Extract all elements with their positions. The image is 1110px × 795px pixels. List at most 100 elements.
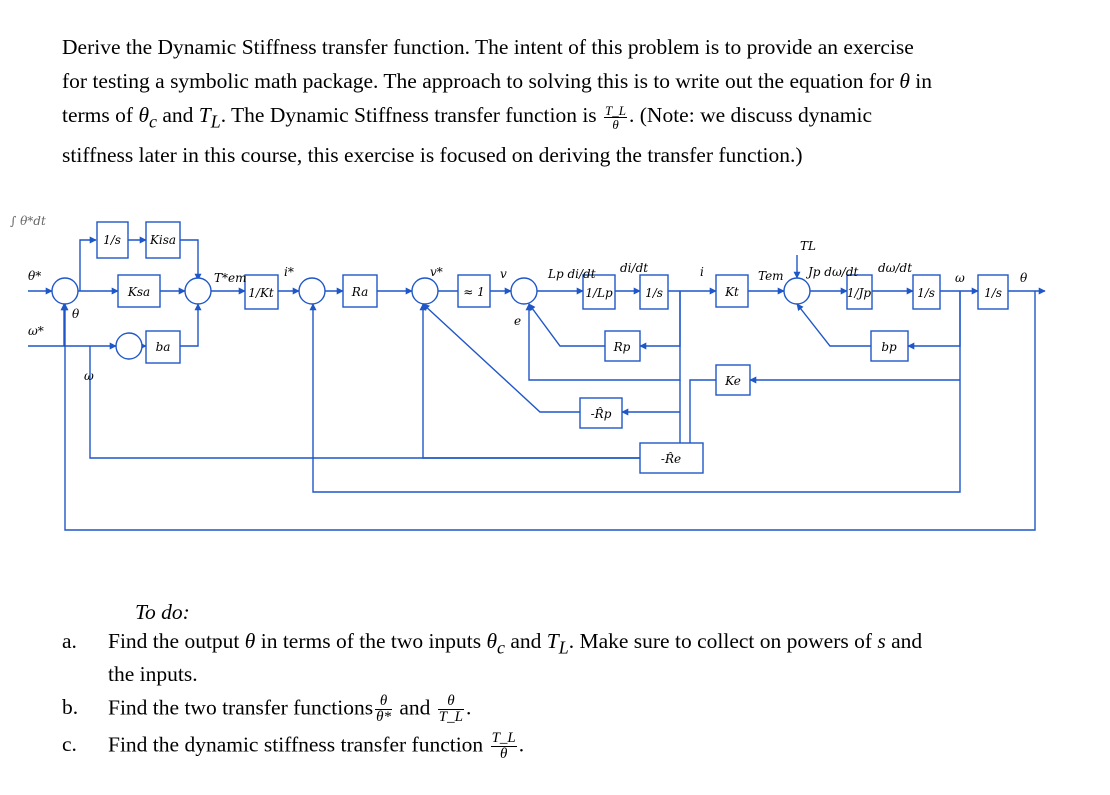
block-ke bbox=[715, 364, 751, 396]
signal-label: dω/dt bbox=[878, 261, 912, 275]
block-text: Kt bbox=[724, 285, 739, 299]
block-kisa bbox=[145, 221, 181, 259]
theta-c-symbol: θ bbox=[138, 103, 149, 127]
intro-text: in bbox=[909, 69, 932, 93]
block-neg-re-hat bbox=[639, 442, 704, 474]
item-text: in terms of the two inputs bbox=[255, 629, 487, 653]
item-text: . Make sure to collect on powers of bbox=[568, 629, 878, 653]
item-text: . bbox=[465, 695, 472, 720]
block-text: Kisa bbox=[149, 233, 176, 247]
wire bbox=[180, 303, 202, 347]
fraction-numerator: T_L bbox=[604, 102, 628, 118]
block-text: -R̂e bbox=[661, 451, 681, 466]
signal-label: di/dt bbox=[620, 261, 648, 275]
block-text: 1/Jp bbox=[847, 286, 871, 300]
wire bbox=[689, 379, 716, 458]
signal-label: ∫ θ*dt bbox=[10, 214, 46, 228]
fraction-numerator: θ bbox=[375, 694, 392, 711]
tl-subscript: L bbox=[210, 111, 221, 132]
summing-junction-torque bbox=[184, 277, 212, 305]
intro-text: terms of bbox=[62, 103, 139, 127]
tl-symbol: T bbox=[198, 103, 211, 127]
fraction-denominator: θ bbox=[612, 116, 619, 132]
signal-label: θ bbox=[1020, 271, 1028, 285]
block-text: 1/s bbox=[103, 233, 121, 247]
theta-c-symbol: θ bbox=[486, 629, 498, 653]
intro-line-1: Derive the Dynamic Stiffness transfer fu… bbox=[62, 35, 914, 59]
block-text: -R̂p bbox=[591, 406, 612, 421]
theta-c-subscript: c bbox=[497, 637, 505, 658]
signal-label: ω* bbox=[28, 324, 44, 338]
block-text: Rp bbox=[613, 340, 631, 354]
item-text: . bbox=[518, 732, 525, 757]
signal-label: i* bbox=[284, 265, 294, 279]
block-kt bbox=[715, 274, 749, 308]
block-diagram: 1/s Kisa Ksa ba 1/Kt Ra ≈ 1 1/Lp 1/s Kt … bbox=[10, 214, 1046, 531]
intro-text: . (Note: we discuss dynamic bbox=[629, 103, 873, 127]
block-ksa bbox=[117, 274, 161, 308]
block-integrator-w bbox=[912, 274, 941, 310]
fraction-denominator: T_L bbox=[438, 709, 463, 726]
wire bbox=[180, 239, 202, 281]
item-text: and bbox=[504, 629, 547, 653]
todo-item-a: a. Find the output θ in terms of the two… bbox=[62, 628, 1072, 688]
block-inv-kt bbox=[244, 274, 279, 310]
summing-junction-mech bbox=[783, 277, 811, 305]
wire bbox=[61, 291, 1036, 531]
signal-label: Tem bbox=[758, 269, 784, 283]
fraction-numerator: T_L bbox=[490, 730, 517, 748]
item-text: Find the output bbox=[108, 629, 245, 653]
block-bp bbox=[870, 330, 909, 362]
block-integrator-top bbox=[96, 221, 129, 259]
wire bbox=[528, 303, 605, 347]
block-inv-lp bbox=[582, 274, 616, 310]
s-symbol: s bbox=[877, 629, 886, 653]
fraction-numerator: θ bbox=[437, 694, 464, 711]
intro-line-2: for testing a symbolic math package. The… bbox=[62, 64, 1072, 98]
block-integrator-i bbox=[639, 274, 669, 310]
wire bbox=[89, 346, 640, 459]
block-ba bbox=[145, 330, 181, 364]
block-integrator-theta bbox=[977, 274, 1009, 310]
block-text: Ke bbox=[724, 374, 741, 388]
signal-label: θ* bbox=[28, 269, 41, 283]
signal-label: v* bbox=[430, 265, 443, 279]
item-text: Find the two transfer functions bbox=[108, 695, 374, 720]
intro-paragraph: Derive the Dynamic Stiffness transfer fu… bbox=[62, 30, 1072, 172]
intro-line-3: terms of θc and TL. The Dynamic Stiffnes… bbox=[62, 98, 1072, 138]
block-approx-one bbox=[457, 274, 491, 308]
wire bbox=[422, 303, 580, 413]
summing-junction-omega bbox=[115, 332, 143, 360]
block-text: ba bbox=[156, 340, 171, 354]
signal-label: v bbox=[500, 267, 507, 281]
wire bbox=[419, 303, 681, 459]
todo-list: a. Find the output θ in terms of the two… bbox=[62, 628, 1072, 768]
signal-label: e bbox=[514, 314, 521, 328]
theta-symbol: θ bbox=[899, 69, 910, 93]
theta-c-subscript: c bbox=[149, 111, 157, 132]
signal-label: θ bbox=[72, 307, 80, 321]
intro-text: . The Dynamic Stiffness transfer functio… bbox=[220, 103, 603, 127]
block-text: Ra bbox=[351, 285, 368, 299]
intro-text: for testing a symbolic math package. The… bbox=[62, 69, 900, 93]
item-text: and bbox=[885, 629, 923, 653]
block-text: bp bbox=[881, 340, 897, 354]
signal-label: T*em bbox=[214, 271, 246, 285]
item-text: Find the dynamic stiffness transfer func… bbox=[108, 732, 489, 757]
signal-label: Lp di/dt bbox=[547, 267, 596, 281]
block-ra bbox=[342, 274, 378, 308]
wire bbox=[796, 303, 871, 347]
signal-label: ω bbox=[955, 271, 965, 285]
item-label: b. bbox=[62, 695, 79, 720]
intro-line-4: stiffness later in this course, this exe… bbox=[62, 143, 803, 168]
signal-label: Jp dω/dt bbox=[805, 265, 858, 279]
todo-item-c: c. Find the dynamic stiffness transfer f… bbox=[62, 731, 1072, 762]
block-text: 1/s bbox=[917, 286, 935, 300]
fraction-denominator: θ bbox=[499, 746, 508, 763]
fraction-denominator: θ* bbox=[376, 709, 391, 726]
summing-junction-current bbox=[298, 277, 326, 305]
signal-label: TL bbox=[800, 239, 816, 253]
